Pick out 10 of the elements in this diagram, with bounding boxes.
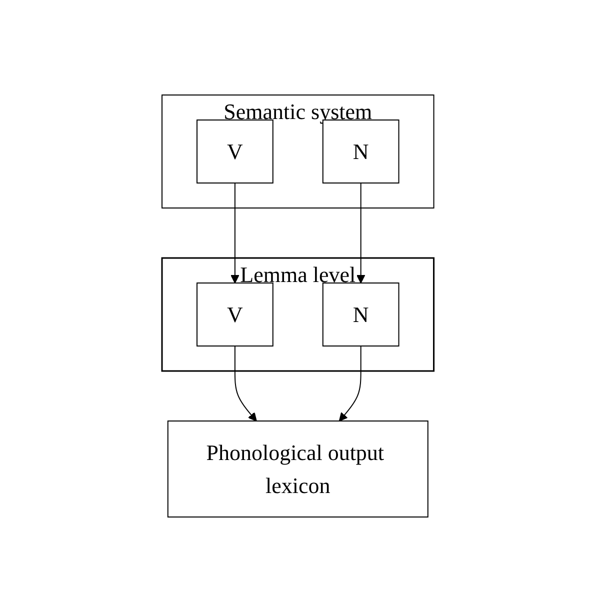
- arrow: [356, 182, 366, 284]
- cluster: [161, 257, 435, 372]
- node-box: V: [196, 282, 274, 346]
- node-box: V: [196, 120, 274, 184]
- arrow: [339, 346, 362, 422]
- arrow: [230, 182, 240, 284]
- arrow: [234, 346, 257, 422]
- node-box: N: [322, 282, 400, 346]
- node-box: Phonological output lexicon: [168, 420, 428, 518]
- node-box: N: [322, 120, 400, 184]
